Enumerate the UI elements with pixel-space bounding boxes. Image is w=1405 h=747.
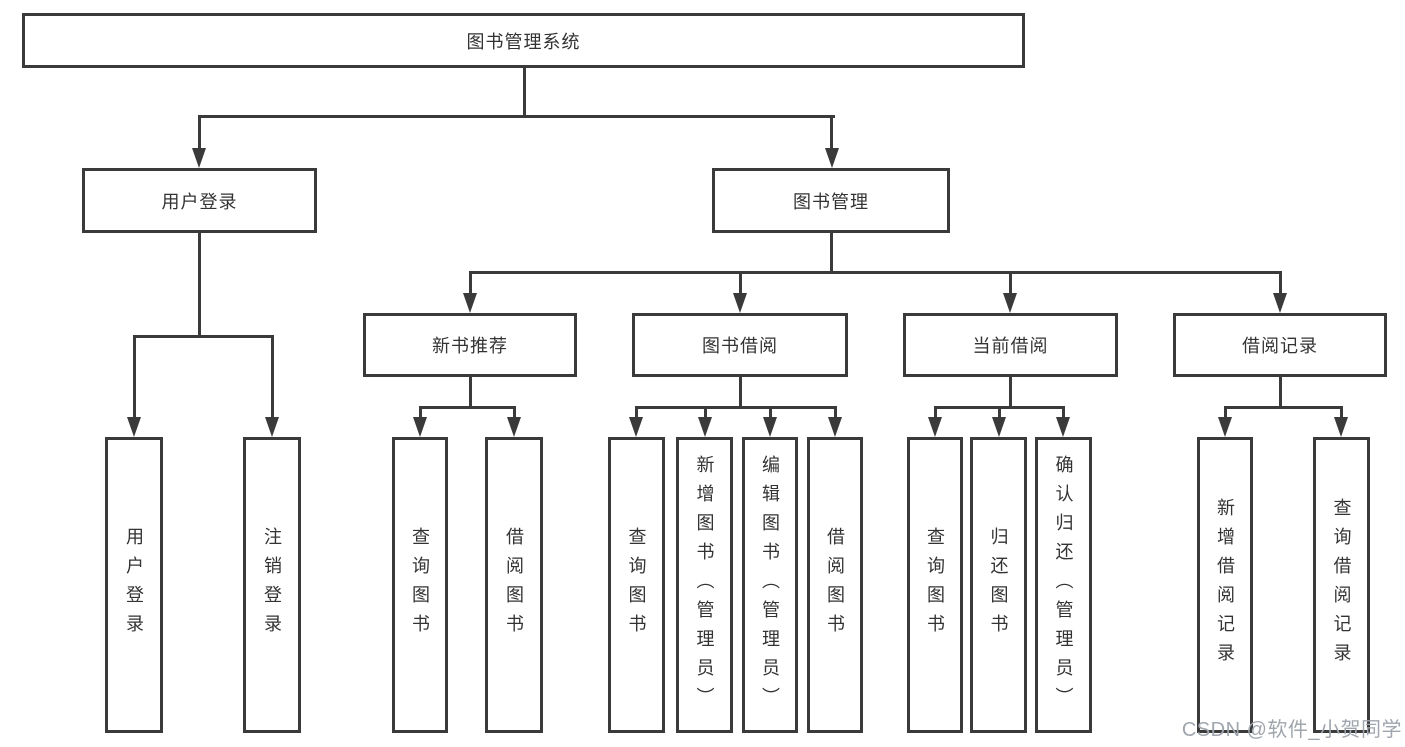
node-label: 新增借阅记录 bbox=[1215, 498, 1235, 672]
connector-line bbox=[830, 233, 833, 274]
connector-arrow-down-icon bbox=[992, 417, 1006, 437]
node-label: 借阅图书 bbox=[825, 527, 845, 643]
node-label: 注销登录 bbox=[262, 527, 282, 643]
connector-line bbox=[198, 115, 835, 118]
connector-line bbox=[513, 406, 516, 421]
connector-line bbox=[133, 335, 136, 421]
node-root: 图书管理系统 bbox=[22, 13, 1025, 68]
connector-line bbox=[198, 233, 201, 337]
node-leaf-query-book-2: 查询图书 bbox=[608, 437, 665, 733]
connector-line bbox=[469, 271, 1282, 274]
node-label: 查询图书 bbox=[925, 527, 945, 643]
connector-line bbox=[834, 406, 837, 421]
connector-arrow-down-icon bbox=[1056, 417, 1070, 437]
connector-arrow-down-icon bbox=[928, 417, 942, 437]
connector-line bbox=[704, 406, 707, 421]
node-current-borrow: 当前借阅 bbox=[903, 313, 1118, 377]
connector-line bbox=[523, 68, 526, 117]
connector-arrow-down-icon bbox=[413, 417, 427, 437]
connector-arrow-down-icon bbox=[463, 293, 477, 313]
connector-line bbox=[635, 406, 638, 421]
connector-line bbox=[1009, 377, 1012, 409]
node-label: 借阅记录 bbox=[1242, 336, 1318, 356]
connector-arrow-down-icon bbox=[828, 417, 842, 437]
connector-line bbox=[1224, 406, 1227, 421]
node-leaf-logout: 注销登录 bbox=[243, 437, 301, 733]
node-leaf-borrow-book-2: 借阅图书 bbox=[807, 437, 863, 733]
node-new-rec: 新书推荐 bbox=[363, 313, 577, 377]
node-borrow-record: 借阅记录 bbox=[1173, 313, 1387, 377]
connector-arrow-down-icon bbox=[1273, 293, 1287, 313]
connector-line bbox=[469, 271, 472, 297]
connector-line bbox=[469, 377, 472, 409]
node-label: 图书管理 bbox=[793, 191, 869, 212]
node-leaf-return-book: 归还图书 bbox=[970, 437, 1027, 733]
connector-line bbox=[1340, 406, 1343, 421]
connector-arrow-down-icon bbox=[127, 417, 141, 437]
node-label: 归还图书 bbox=[988, 527, 1009, 643]
connector-line bbox=[998, 406, 1001, 421]
connector-line bbox=[198, 115, 201, 153]
node-label: 查询借阅记录 bbox=[1331, 498, 1352, 672]
connector-arrow-down-icon bbox=[698, 417, 712, 437]
connector-line bbox=[739, 377, 742, 409]
connector-arrow-down-icon bbox=[507, 417, 521, 437]
connector-line bbox=[635, 406, 837, 409]
connector-arrow-down-icon bbox=[1003, 293, 1017, 313]
watermark: CSDN @软件_小贺同学 bbox=[1181, 719, 1402, 741]
node-leaf-confirm-return: 确认归还（管理员） bbox=[1035, 437, 1092, 733]
node-leaf-query-book-1: 查询图书 bbox=[392, 437, 448, 733]
node-label: 查询图书 bbox=[626, 527, 647, 643]
node-book-borrow: 图书借阅 bbox=[632, 313, 848, 377]
connector-line bbox=[769, 406, 772, 421]
node-leaf-query-record: 查询借阅记录 bbox=[1313, 437, 1370, 733]
node-label: 当前借阅 bbox=[972, 336, 1049, 356]
node-label: 用户登录 bbox=[161, 191, 238, 212]
node-label: 新书推荐 bbox=[432, 336, 508, 356]
node-leaf-query-book-3: 查询图书 bbox=[907, 437, 963, 733]
connector-line bbox=[934, 406, 937, 421]
node-leaf-user-login: 用户登录 bbox=[105, 437, 163, 733]
connector-arrow-down-icon bbox=[265, 417, 279, 437]
connector-line bbox=[739, 271, 742, 297]
connector-arrow-down-icon bbox=[825, 148, 839, 168]
connector-arrow-down-icon bbox=[192, 148, 206, 168]
node-label: 图书管理系统 bbox=[466, 31, 581, 52]
connector-arrow-down-icon bbox=[1218, 417, 1232, 437]
connector-line bbox=[133, 335, 274, 338]
connector-line bbox=[419, 406, 516, 409]
node-label: 查询图书 bbox=[410, 527, 430, 643]
connector-arrow-down-icon bbox=[629, 417, 643, 437]
node-book-mgmt: 图书管理 bbox=[712, 168, 950, 233]
node-user-login: 用户登录 bbox=[82, 168, 317, 233]
connector-line bbox=[1279, 271, 1282, 297]
connector-line bbox=[1279, 377, 1282, 409]
node-label: 图书借阅 bbox=[702, 336, 778, 356]
node-leaf-borrow-book-1: 借阅图书 bbox=[485, 437, 543, 733]
connector-arrow-down-icon bbox=[733, 293, 747, 313]
connector-line bbox=[1062, 406, 1065, 421]
node-label: 借阅图书 bbox=[504, 527, 524, 643]
connector-line bbox=[830, 115, 833, 153]
connector-line bbox=[1009, 271, 1012, 297]
connector-line bbox=[419, 406, 422, 421]
node-leaf-add-book: 新增图书（管理员） bbox=[676, 437, 733, 733]
node-label: 编辑图书（管理员） bbox=[760, 454, 780, 716]
node-label: 用户登录 bbox=[124, 527, 144, 643]
node-label: 新增图书（管理员） bbox=[694, 454, 715, 716]
connector-arrow-down-icon bbox=[1334, 417, 1348, 437]
node-label: 确认归还（管理员） bbox=[1053, 454, 1074, 716]
node-leaf-edit-book: 编辑图书（管理员） bbox=[742, 437, 798, 733]
node-leaf-add-record: 新增借阅记录 bbox=[1197, 437, 1253, 733]
connector-arrow-down-icon bbox=[763, 417, 777, 437]
connector-line bbox=[1224, 406, 1343, 409]
connector-line bbox=[271, 335, 274, 421]
